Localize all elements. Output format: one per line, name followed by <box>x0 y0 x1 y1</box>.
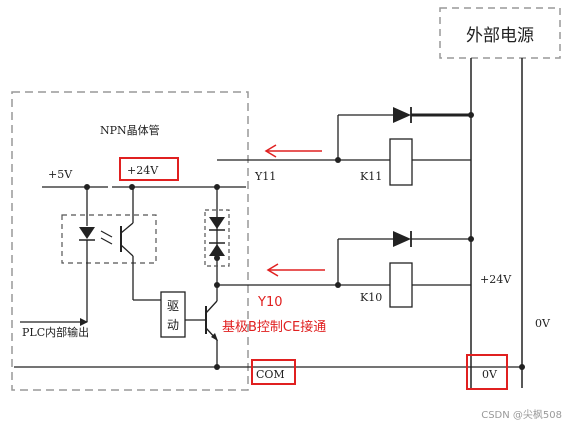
com-red-box <box>251 359 296 385</box>
zero-v-red-box <box>466 354 508 390</box>
led-diode-icon <box>79 227 95 239</box>
base-control-note: 基极B控制CE接通 <box>222 319 326 335</box>
npn-emitter-arrow-icon <box>211 333 218 341</box>
k11-label: K11 <box>360 170 382 183</box>
plus-24v-red-box <box>119 157 179 181</box>
junction-dot <box>519 364 525 370</box>
external-power-box <box>439 7 561 59</box>
phototransistor-collector <box>120 222 134 234</box>
k11-relay-coil <box>389 138 413 186</box>
npn-transistor-label: NPN晶体管 <box>100 123 160 137</box>
csdn-watermark: CSDN @尖枫508 <box>481 408 562 421</box>
zero-v-rail-label: 0V <box>535 317 551 330</box>
npn-collector-leg <box>205 300 218 314</box>
y10-red-label: Y10 <box>257 295 282 310</box>
light-arrow-icon <box>100 230 113 238</box>
protection-diode-box <box>204 209 230 267</box>
zero-v-box-label: 0V <box>482 368 498 381</box>
junction-dot <box>468 112 474 118</box>
y11-label: Y11 <box>254 170 276 183</box>
external-power-label: 外部电源 <box>466 26 534 46</box>
plc-output-arrow-icon <box>80 318 88 326</box>
k10-relay-coil <box>389 262 413 308</box>
junction-dot <box>468 236 474 242</box>
light-arrow-icon <box>100 237 113 245</box>
plc-output-label: PLC内部输出 <box>22 325 89 339</box>
drive-label-bottom: 动 <box>167 318 179 332</box>
y11-red-arrowhead <box>264 144 277 158</box>
optocoupler-box <box>61 214 157 264</box>
plus-24v-right-label: +24V <box>480 273 512 286</box>
drive-box <box>160 291 186 338</box>
plus-24v-box-label: +24V <box>127 164 159 177</box>
phototransistor-emitter <box>120 244 134 257</box>
junction-dot <box>129 184 135 190</box>
protection-diode-icon <box>209 244 225 256</box>
y10-freewheel-diode-icon <box>393 231 411 247</box>
protection-diode-icon <box>209 217 225 229</box>
junction-dot <box>214 255 220 261</box>
y10-red-arrowhead <box>266 263 279 277</box>
plus-5v-label: +5V <box>48 168 73 181</box>
plc-internal-box <box>11 91 249 391</box>
k10-label: K10 <box>360 291 382 304</box>
com-label: COM <box>256 368 285 381</box>
drive-label-top: 驱 <box>167 299 179 313</box>
y11-freewheel-diode-icon <box>393 107 411 123</box>
